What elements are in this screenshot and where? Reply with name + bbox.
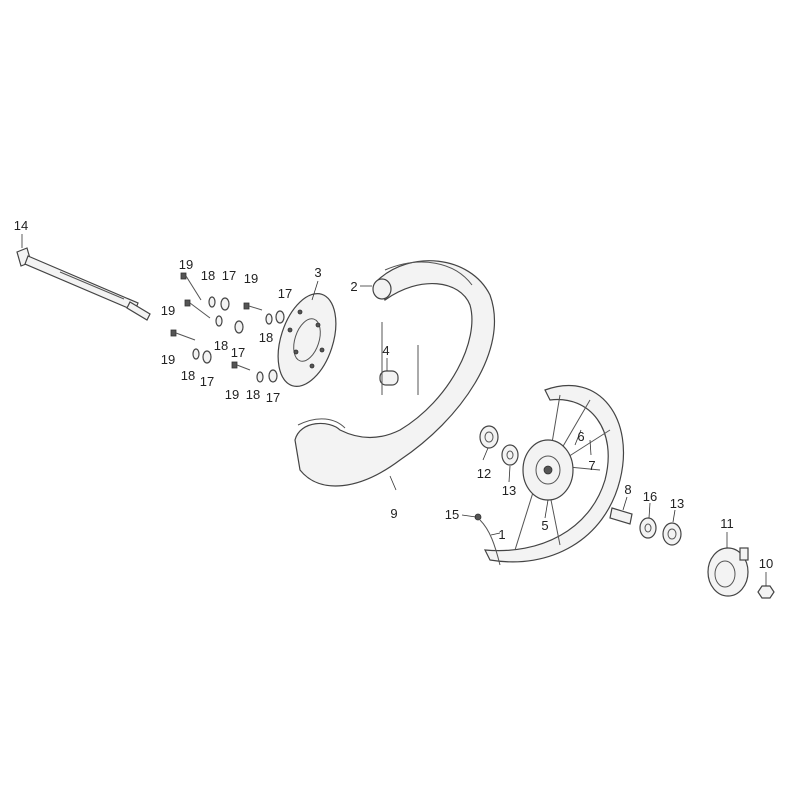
callout-6: 6 xyxy=(577,429,584,444)
callout-18: 18 xyxy=(259,330,273,345)
callout-15: 15 xyxy=(445,507,459,522)
callout-9: 9 xyxy=(390,506,397,521)
brake-disc-part xyxy=(277,293,337,387)
callout-2: 2 xyxy=(350,279,357,294)
callout-labels: 14 19 18 17 19 17 3 2 19 18 18 19 17 18 … xyxy=(14,218,773,571)
callout-17: 17 xyxy=(231,345,245,360)
axle-nut-part xyxy=(757,585,775,599)
bolt-parts xyxy=(170,272,263,371)
callout-17: 17 xyxy=(266,390,280,405)
tire-part xyxy=(294,260,496,487)
speedo-cable-part xyxy=(474,513,501,566)
callout-11: 11 xyxy=(720,516,734,531)
bearing-parts xyxy=(479,425,682,546)
washer-parts xyxy=(192,296,285,383)
callout-1: 1 xyxy=(498,527,505,542)
callout-14: 14 xyxy=(14,218,28,233)
axle-part xyxy=(16,247,151,321)
callout-7: 7 xyxy=(588,458,595,473)
callout-4: 4 xyxy=(382,343,389,358)
callout-18: 18 xyxy=(246,387,260,402)
callout-13: 13 xyxy=(670,496,684,511)
callout-8: 8 xyxy=(624,482,631,497)
callout-19: 19 xyxy=(225,387,239,402)
callout-3: 3 xyxy=(314,265,321,280)
callout-19: 19 xyxy=(161,303,175,318)
callout-18: 18 xyxy=(201,268,215,283)
callout-16: 16 xyxy=(643,489,657,504)
spacer-part xyxy=(609,507,633,525)
leader-lines xyxy=(21,234,767,586)
callout-10: 10 xyxy=(759,556,773,571)
callout-19: 19 xyxy=(161,352,175,367)
callout-18: 18 xyxy=(181,368,195,383)
callout-19: 19 xyxy=(244,271,258,286)
hub-part xyxy=(522,439,574,501)
callout-17: 17 xyxy=(200,374,214,389)
callout-19: 19 xyxy=(179,257,193,272)
callout-17: 17 xyxy=(278,286,292,301)
gearbox-part xyxy=(707,547,749,597)
callout-17: 17 xyxy=(222,268,236,283)
callout-13: 13 xyxy=(502,483,516,498)
callout-12: 12 xyxy=(477,466,491,481)
callout-5: 5 xyxy=(541,518,548,533)
collar-part xyxy=(379,322,419,395)
callout-18: 18 xyxy=(214,338,228,353)
